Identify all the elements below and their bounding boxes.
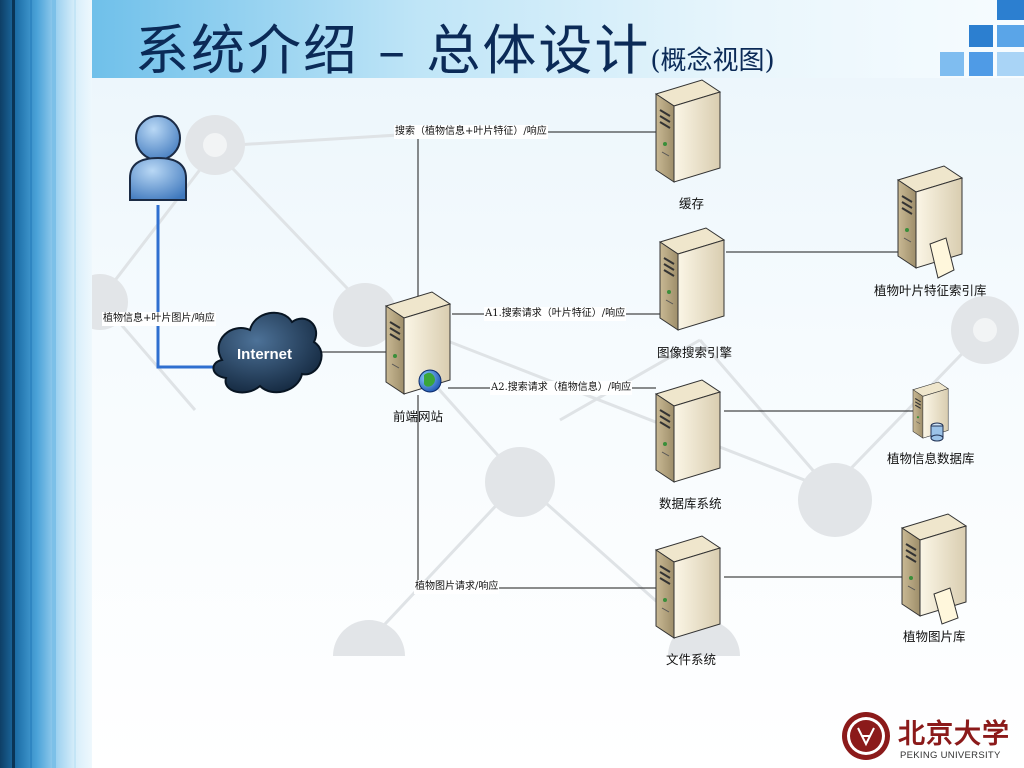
leaf-index-server-icon <box>897 165 963 269</box>
left-stripe <box>52 0 56 768</box>
db-system-server-icon <box>655 379 721 483</box>
document-icon <box>933 587 959 625</box>
user-internet-link <box>156 205 218 369</box>
corner-square <box>997 52 1024 76</box>
db-system-label: 数据库系统 <box>659 496 722 511</box>
edge-label-search-cache: 搜索（植物信息+叶片特征）/响应 <box>394 125 548 139</box>
image-lib-server-icon <box>901 513 967 617</box>
plant-db-label: 植物信息数据库 <box>887 451 975 466</box>
title-bar <box>92 0 1024 78</box>
edge-label-a1: A1.搜索请求（叶片特征）/响应 <box>484 307 627 321</box>
page-title: 系统介绍 – 总体设计(概念视图) <box>135 6 775 85</box>
image-search-server-icon <box>659 227 725 331</box>
title-main: 系统介绍 – 总体设计 <box>135 19 651 82</box>
left-stripe <box>74 0 76 768</box>
edge-label-image-request: 植物图片请求/响应 <box>414 580 500 594</box>
corner-square <box>969 52 993 76</box>
file-system-label: 文件系统 <box>666 652 717 667</box>
corner-square <box>969 25 993 47</box>
user-icon <box>129 115 187 201</box>
cloud-icon <box>212 311 323 394</box>
peking-university-seal <box>842 712 890 760</box>
file-system-server-icon <box>655 535 721 639</box>
frontend-label: 前端网站 <box>393 409 444 424</box>
image-search-label: 图像搜索引擎 <box>657 345 733 360</box>
corner-square <box>997 0 1024 20</box>
cache-label: 缓存 <box>679 196 705 211</box>
edge-label-user-internet: 植物信息+叶片图片/响应 <box>102 312 216 326</box>
globe-icon <box>418 369 442 393</box>
logo-text-cn: 北京大学 <box>898 719 1010 750</box>
left-stripe <box>30 0 32 768</box>
logo-text-en: PEKING UNIVERSITY <box>900 750 1001 761</box>
database-icon <box>930 422 944 442</box>
corner-square <box>940 52 964 76</box>
edge-label-a2: A2.搜索请求（植物信息）/响应 <box>490 381 633 395</box>
corner-square <box>997 25 1024 47</box>
document-icon <box>929 237 955 279</box>
left-stripe <box>12 0 15 768</box>
left-decorative-band <box>0 0 92 768</box>
image-lib-label: 植物图片库 <box>903 629 966 644</box>
internet-label: Internet <box>237 346 293 363</box>
title-sub: (概念视图) <box>650 46 775 76</box>
cache-server-icon <box>655 79 721 183</box>
leaf-index-label: 植物叶片特征索引库 <box>874 283 987 298</box>
